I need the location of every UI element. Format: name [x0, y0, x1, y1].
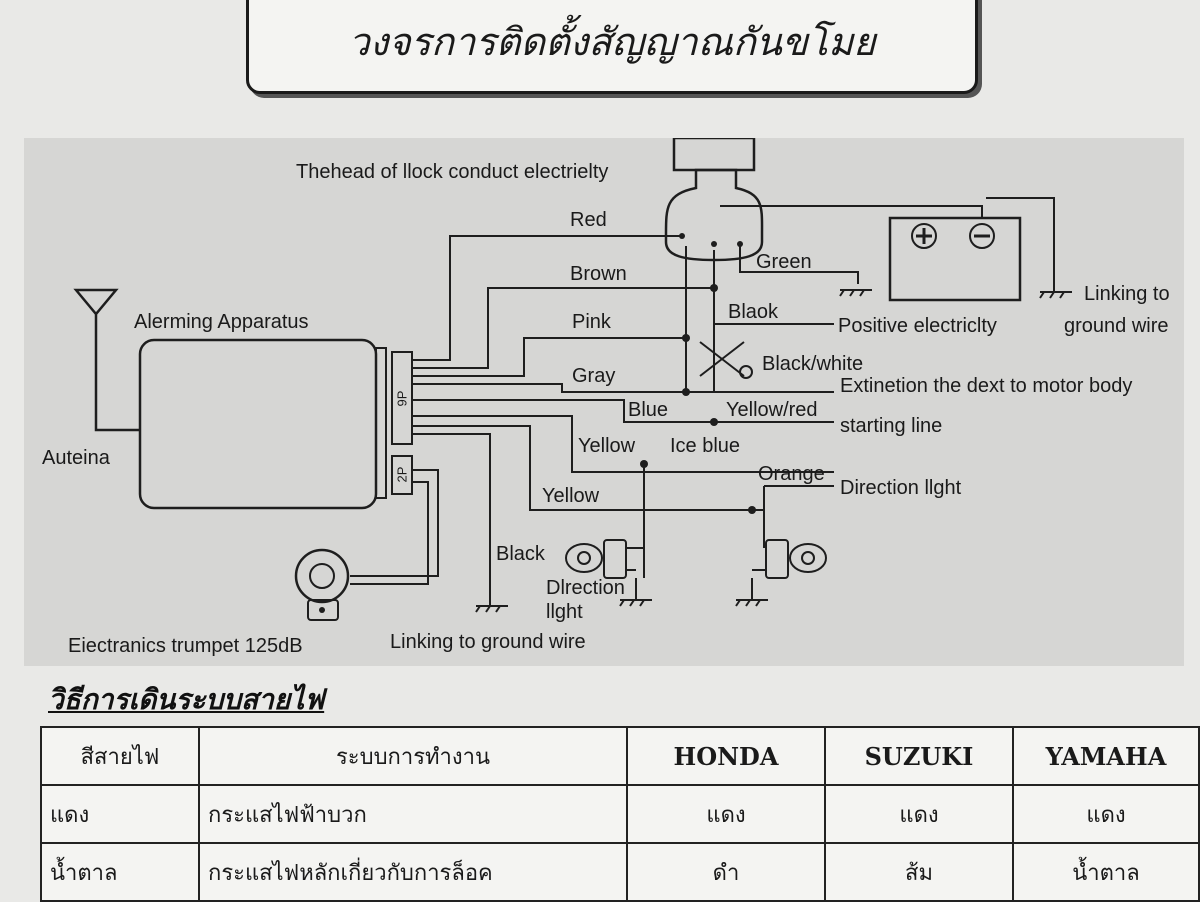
yellow-red-wire-label: Yellow/red [726, 399, 818, 421]
green-wire-label: Green [756, 251, 812, 273]
linking-ground-bottom-label: Linking to ground wire [390, 631, 586, 653]
header-wire-color: สีสายไฟ [40, 726, 200, 786]
cut-symbol [699, 341, 745, 377]
table-row: แดง กระแสไฟฟ้าบวก แดง แดง แดง [40, 784, 1200, 844]
table-cell: น้ำตาล [1012, 842, 1200, 902]
section-heading: วิธีการเดินระบบสายไฟ [48, 683, 325, 716]
direction-light-left-label-2: llght [546, 601, 583, 623]
blaok-wire-label: Blaok [728, 301, 779, 323]
ground-symbol-right [1039, 291, 1072, 299]
header-yamaha: YAMAHA [1012, 726, 1200, 786]
linking-ground-right-label-2: ground wire [1064, 315, 1169, 337]
yellow-wire-label-1: Yellow [578, 435, 636, 457]
wire-gray [412, 383, 834, 393]
table-cell: ส้ม [824, 842, 1014, 902]
extinetion-label: Extinetion the dext to motor body [840, 375, 1133, 397]
table-cell: แดง [824, 784, 1014, 844]
red-wire-label: Red [570, 209, 607, 231]
antenna-icon [73, 288, 140, 432]
connector-9p [391, 351, 413, 445]
lock-key-icon [672, 138, 756, 172]
trumpet-label: Eiectranics trumpet 125dB [68, 635, 303, 657]
blue-wire-label: Blue [628, 399, 669, 421]
header-honda: HONDA [626, 726, 826, 786]
linking-ground-right-label-1: Linking to [1084, 283, 1170, 305]
direction-light-left-label-1: Dlrection [546, 577, 625, 599]
connector-2p [391, 455, 413, 495]
yellow-wire-label-2: Yellow [542, 485, 600, 507]
pink-wire-label: Pink [572, 311, 611, 333]
wire-yellow-1 [412, 415, 834, 473]
wire-yellow-2 [412, 425, 764, 511]
wire-red [412, 235, 680, 361]
header-function: ระบบการทำงาน [198, 726, 628, 786]
direction-lamp-right [765, 539, 827, 579]
ice-blue-wire-label: Ice blue [670, 435, 741, 457]
battery-icon [888, 216, 1022, 302]
antenna-label: Auteina [42, 447, 110, 469]
wiring-diagram: Thehead of llock conduct electrielty Red… [24, 138, 1184, 666]
header-suzuki: SUZUKI [824, 726, 1014, 786]
ground-symbol-black [475, 605, 508, 613]
battery-terminal-negative [969, 223, 995, 249]
ground-symbol-green [839, 289, 872, 297]
lock-head-label: Thehead of llock conduct electrielty [296, 161, 609, 183]
wire-brown [412, 287, 834, 369]
direction-light-right-label: Direction llght [840, 477, 962, 499]
positive-label: Positive electriclty [838, 315, 997, 337]
table-cell: กระแสไฟหลักเกี่ยวกับการล็อค [198, 842, 628, 902]
connector-2p-label: 2P [394, 466, 410, 483]
ground-symbol-left [619, 599, 652, 607]
starting-line-label: starting line [840, 415, 943, 437]
ground-symbol-right-bottom [735, 599, 768, 607]
direction-lamp-left [565, 539, 627, 579]
table-cell: แดง [40, 784, 200, 844]
brown-wire-label: Brown [570, 263, 627, 285]
trumpet-icon [294, 548, 350, 604]
connector-9p-label: 9P [394, 390, 410, 407]
alarm-unit-body [138, 338, 378, 510]
black-white-wire-label: Black/white [762, 353, 864, 375]
page-title: วงจรการติดตั้งสัญญาณกันขโมย [348, 20, 876, 64]
orange-wire-label: Orange [758, 463, 825, 485]
wire-color-table: สีสายไฟ ระบบการทำงาน HONDA SUZUKI YAMAHA… [40, 726, 1200, 902]
table-row: น้ำตาล กระแสไฟหลักเกี่ยวกับการล็อค ดำ ส้… [40, 842, 1200, 902]
wire-black [412, 433, 491, 600]
wire-trumpet-2 [350, 481, 429, 585]
table-cell: น้ำตาล [40, 842, 200, 902]
wiring-diagram-lines [73, 138, 1072, 621]
wire-trumpet [350, 469, 439, 577]
alarm-unit-side [375, 347, 387, 499]
wire-pink [412, 337, 686, 377]
table-cell: ดำ [626, 842, 826, 902]
table-cell: แดง [1012, 784, 1200, 844]
battery-terminal-positive [911, 223, 937, 249]
gray-wire-label: Gray [572, 365, 616, 387]
table-cell: แดง [626, 784, 826, 844]
table-cell: กระแสไฟฟ้าบวก [198, 784, 628, 844]
black-wire-label: Black [496, 543, 545, 565]
alarm-apparatus-label: Alerming Apparatus [134, 311, 309, 333]
wire-blue [412, 399, 834, 423]
table-header-row: สีสายไฟ ระบบการทำงาน HONDA SUZUKI YAMAHA [40, 726, 1200, 786]
title-box: วงจรการติดตั้งสัญญาณกันขโมย [246, 0, 978, 94]
